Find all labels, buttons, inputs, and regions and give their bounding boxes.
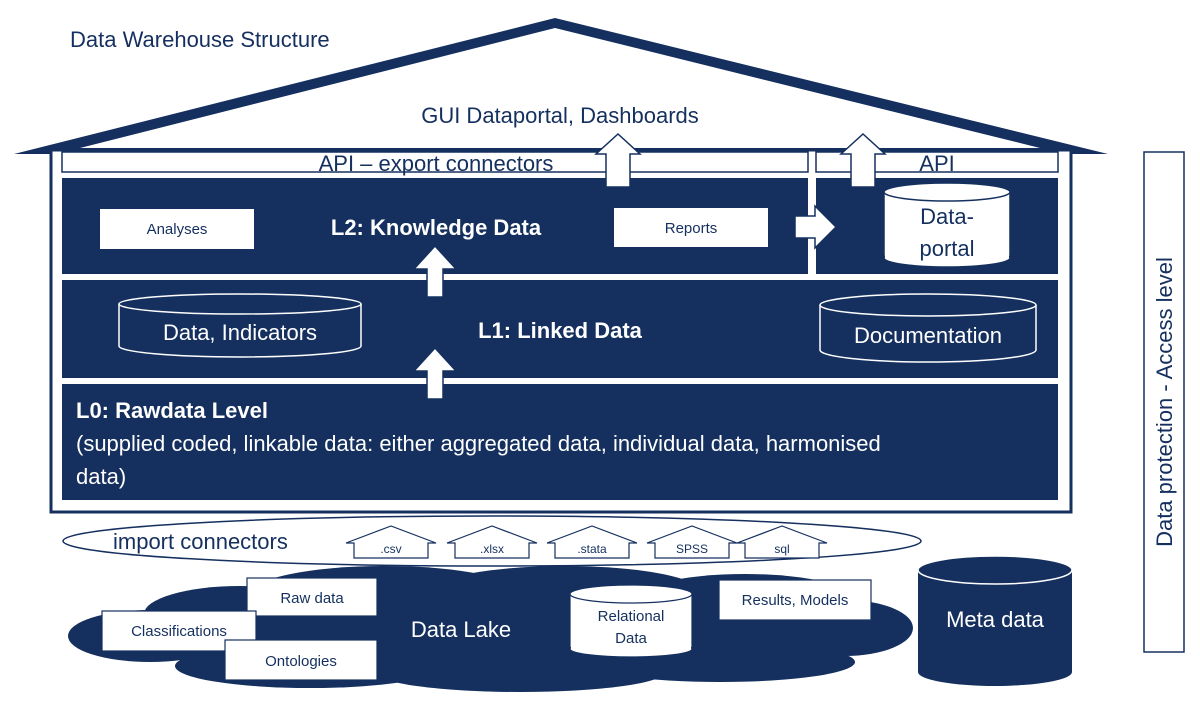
data-protection-label: Data protection - Access level: [1152, 257, 1177, 547]
data-indicators-cylinder: [118, 293, 362, 358]
format-connector-csv: [345, 525, 437, 559]
l1-to-l2-arrow: [412, 244, 458, 298]
diagram-title: Data Warehouse Structure: [70, 27, 330, 52]
api-up-arrow: [839, 132, 887, 188]
reports-to-portal-arrow: [794, 204, 838, 250]
ontologies-box: [224, 639, 378, 681]
l0-to-l1-arrow: [412, 346, 458, 400]
data-lake-label: Data Lake: [411, 617, 511, 642]
raw-data-label: Raw data: [280, 590, 344, 607]
format-connector-sql: [736, 525, 828, 559]
roof-inner: [80, 28, 1040, 148]
l0-title: L0: Rawdata Level: [76, 398, 268, 423]
import-connectors-label: import connectors: [113, 529, 288, 554]
documentation-cylinder: [819, 293, 1037, 363]
data-protection-bar: [1143, 151, 1185, 653]
relational-data-label-line2: Data: [615, 630, 647, 647]
meta-data-cylinder: [917, 555, 1073, 686]
l0-description-line1: (supplied coded, linkable data: either a…: [76, 431, 881, 456]
l0-description-line2: data): [76, 464, 126, 489]
l0-layer: [62, 384, 1058, 500]
format-label-spss: SPSS: [676, 542, 708, 556]
analyses-label: Analyses: [147, 221, 208, 238]
format-connector-spss: [646, 525, 738, 559]
reports-box: [614, 208, 768, 247]
l1-title: L1: Linked Data: [478, 318, 643, 343]
analyses-box: [100, 209, 254, 249]
relational-data-cylinder: [569, 584, 693, 658]
dataportal-label-line2: portal: [919, 236, 974, 261]
format-label-csv: .csv: [380, 542, 401, 556]
relational-data-label-line1: Relational: [598, 608, 665, 625]
raw-data-box: [246, 577, 378, 617]
l2-title: L2: Knowledge Data: [331, 215, 542, 240]
dataportal-label-line1: Data-: [920, 204, 974, 229]
dataportal-cylinder: [883, 182, 1011, 268]
format-label-stata: .stata: [577, 542, 607, 556]
meta-data-label: Meta data: [946, 607, 1045, 632]
format-label-xlsx: .xlsx: [480, 542, 504, 556]
results-models-label: Results, Models: [742, 592, 849, 609]
results-models-box: [718, 579, 872, 621]
api-bar: [815, 151, 1059, 173]
ontologies-label: Ontologies: [265, 653, 337, 670]
api-export-label: API – export connectors: [319, 151, 554, 176]
api-label: API: [919, 151, 954, 176]
export-up-arrow: [594, 132, 642, 188]
classifications-label: Classifications: [131, 623, 227, 640]
format-label-sql: sql: [774, 542, 789, 556]
format-connector-stata: [546, 525, 638, 559]
reports-label: Reports: [665, 220, 718, 237]
data-indicators-label: Data, Indicators: [163, 320, 317, 345]
documentation-label: Documentation: [854, 323, 1002, 348]
format-connector-xlsx: [446, 525, 538, 559]
roof-label: GUI Dataportal, Dashboards: [421, 103, 699, 128]
